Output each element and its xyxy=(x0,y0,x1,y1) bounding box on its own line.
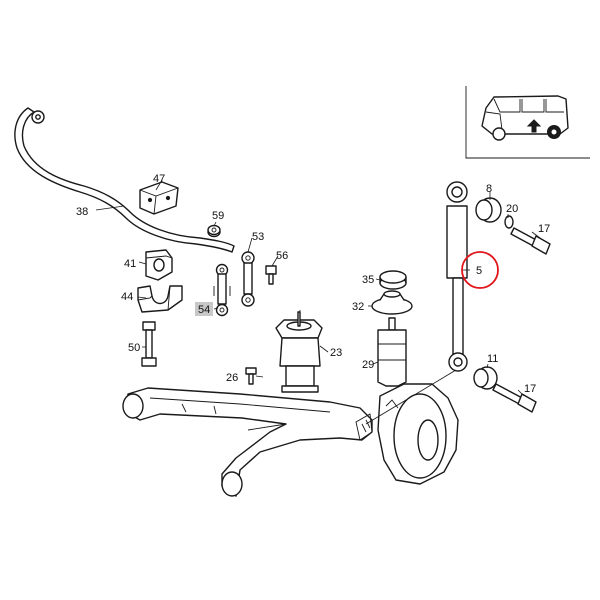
rubber-bushing-41 xyxy=(145,249,173,281)
label-54[interactable]: 54 xyxy=(198,304,210,316)
highlight-ring xyxy=(461,251,499,289)
nut-59 xyxy=(207,224,221,238)
clamp-bracket-44 xyxy=(137,285,183,313)
label-35[interactable]: 35 xyxy=(362,274,374,286)
bump-stop-29 xyxy=(377,317,407,387)
label-11[interactable]: 11 xyxy=(487,353,498,365)
bolt-17-lower xyxy=(492,383,537,413)
vehicle-inset xyxy=(465,86,590,159)
label-8[interactable]: 8 xyxy=(486,183,492,195)
part-labels: 5 8 11 17 17 20 23 26 29 32 35 38 41 44 … xyxy=(76,173,550,395)
bushing-8 xyxy=(475,197,502,223)
coupling-rod-54 xyxy=(213,263,231,317)
shock-absorber-5[interactable] xyxy=(446,181,468,372)
label-47[interactable]: 47 xyxy=(153,173,165,185)
label-20[interactable]: 20 xyxy=(506,203,518,215)
label-50[interactable]: 50 xyxy=(128,342,140,354)
van-illustration xyxy=(481,95,569,141)
label-59[interactable]: 59 xyxy=(212,210,224,222)
label-17-lower[interactable]: 17 xyxy=(524,383,536,395)
bump-cap-35 xyxy=(379,270,407,290)
bolt-56 xyxy=(265,265,277,285)
bolt-26 xyxy=(245,367,257,385)
label-41[interactable]: 41 xyxy=(124,258,136,270)
label-32[interactable]: 32 xyxy=(352,301,364,313)
bushing-11 xyxy=(473,366,498,390)
stabilizer-clamp-47 xyxy=(139,181,179,215)
label-26[interactable]: 26 xyxy=(226,372,238,384)
label-29[interactable]: 29 xyxy=(362,359,374,371)
washer-20 xyxy=(504,215,514,229)
label-5[interactable]: 5 xyxy=(476,265,482,277)
label-54-box xyxy=(195,302,213,316)
label-17-upper[interactable]: 17 xyxy=(538,223,550,235)
label-44[interactable]: 44 xyxy=(121,291,133,303)
inset-frame xyxy=(465,86,590,159)
mount-plate-32 xyxy=(371,290,413,315)
coupling-rod-53 xyxy=(241,251,255,307)
label-23[interactable]: 23 xyxy=(330,347,342,359)
leader-lines xyxy=(95,179,541,425)
label-38[interactable]: 38 xyxy=(76,206,88,218)
bolt-50 xyxy=(141,321,157,367)
bolt-17-upper xyxy=(510,227,551,255)
air-spring-23 xyxy=(275,311,323,393)
stabilizer-bar xyxy=(14,107,235,253)
label-53[interactable]: 53 xyxy=(252,231,264,243)
label-56[interactable]: 56 xyxy=(276,250,288,262)
rear-axle-frame xyxy=(122,387,373,497)
wheel-hub xyxy=(355,383,459,485)
